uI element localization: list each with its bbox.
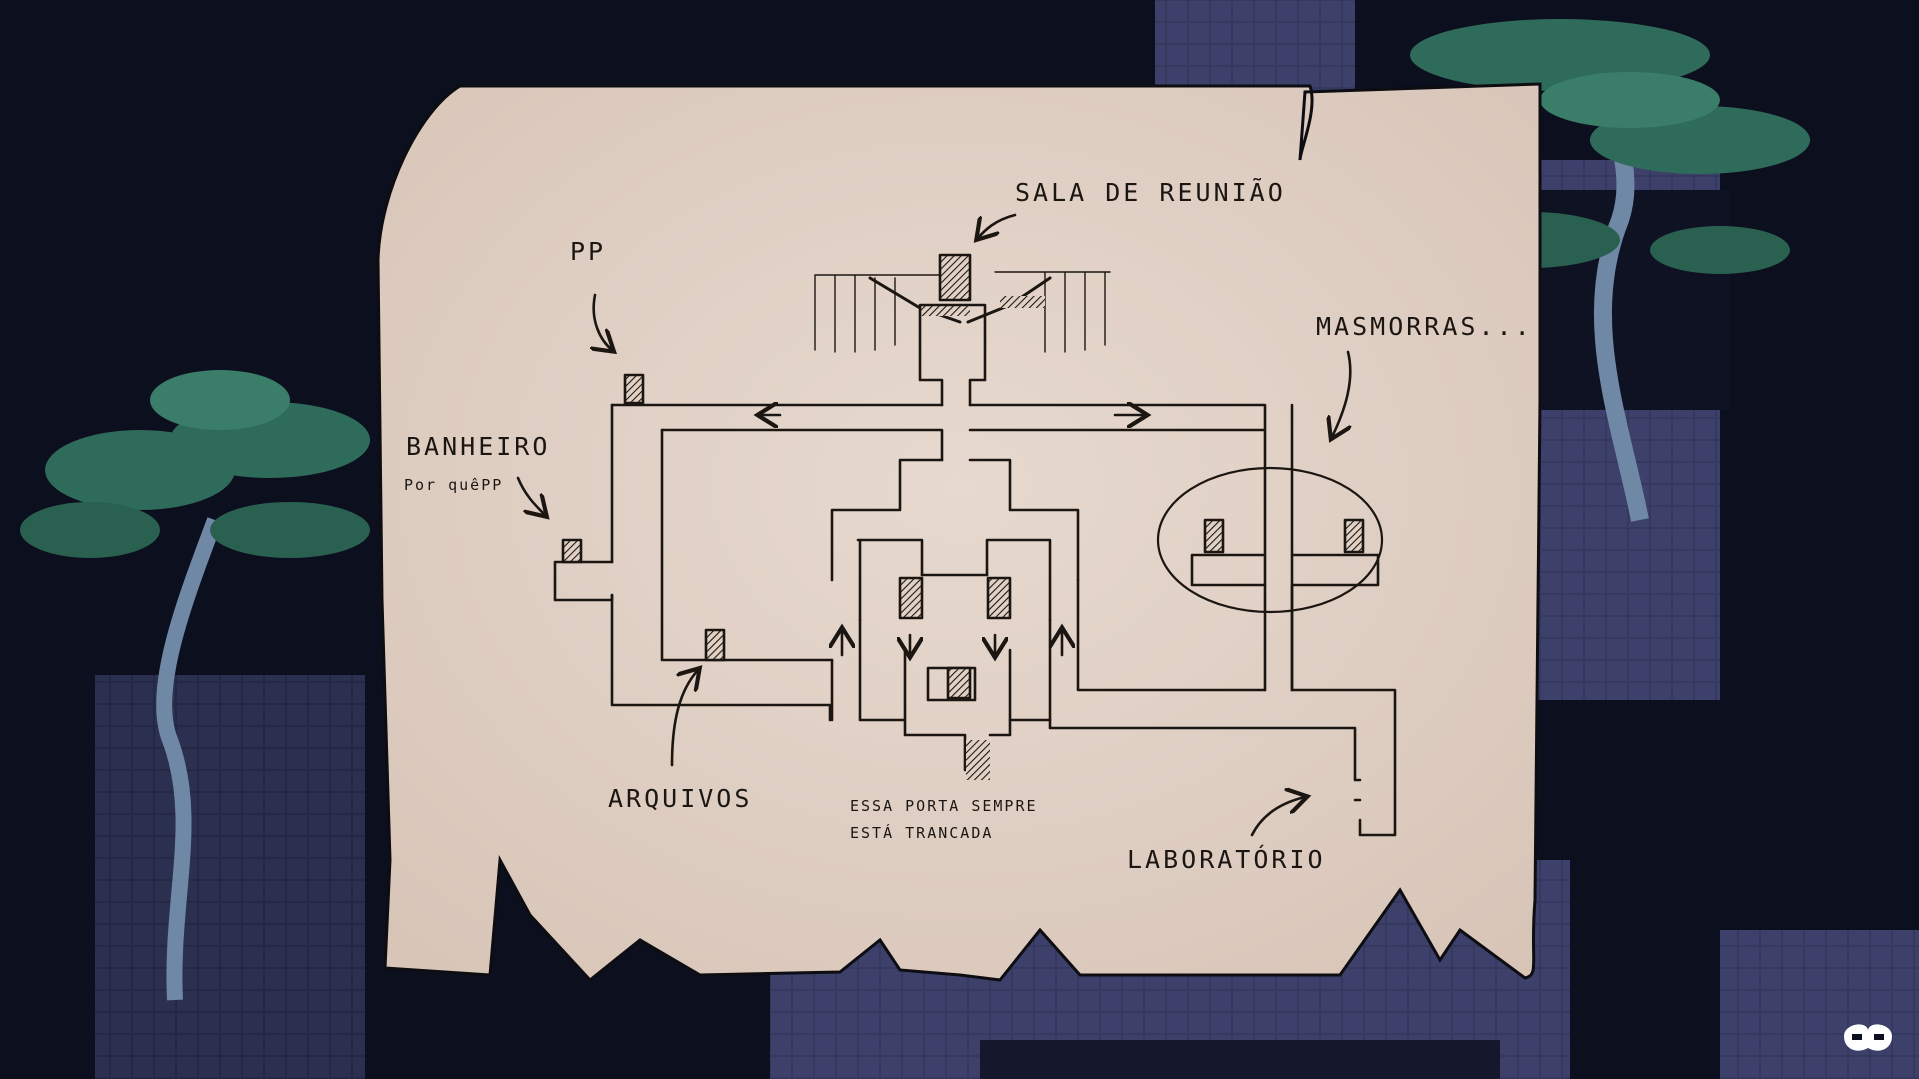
map-drawing [516, 213, 1397, 837]
tree-left [20, 370, 370, 1001]
studio-logo-icon [1844, 1024, 1892, 1051]
label-bathroom: Banheiro [406, 432, 551, 461]
label-archives: Arquivos [608, 784, 753, 813]
label-locked-door-line2: está trancada [850, 824, 994, 842]
parchment-map [376, 82, 1542, 983]
label-bathroom-note: Por quêPP [404, 476, 504, 494]
label-meeting-room: Sala de reunião [1015, 178, 1286, 207]
label-locked-door-line1: Essa porta sempre [850, 797, 1038, 815]
label-pp: PP [570, 237, 607, 266]
tree-right [1410, 19, 1810, 522]
label-laboratory: Laboratório [1127, 845, 1326, 874]
label-dungeons: Masmorras... [1316, 312, 1533, 341]
